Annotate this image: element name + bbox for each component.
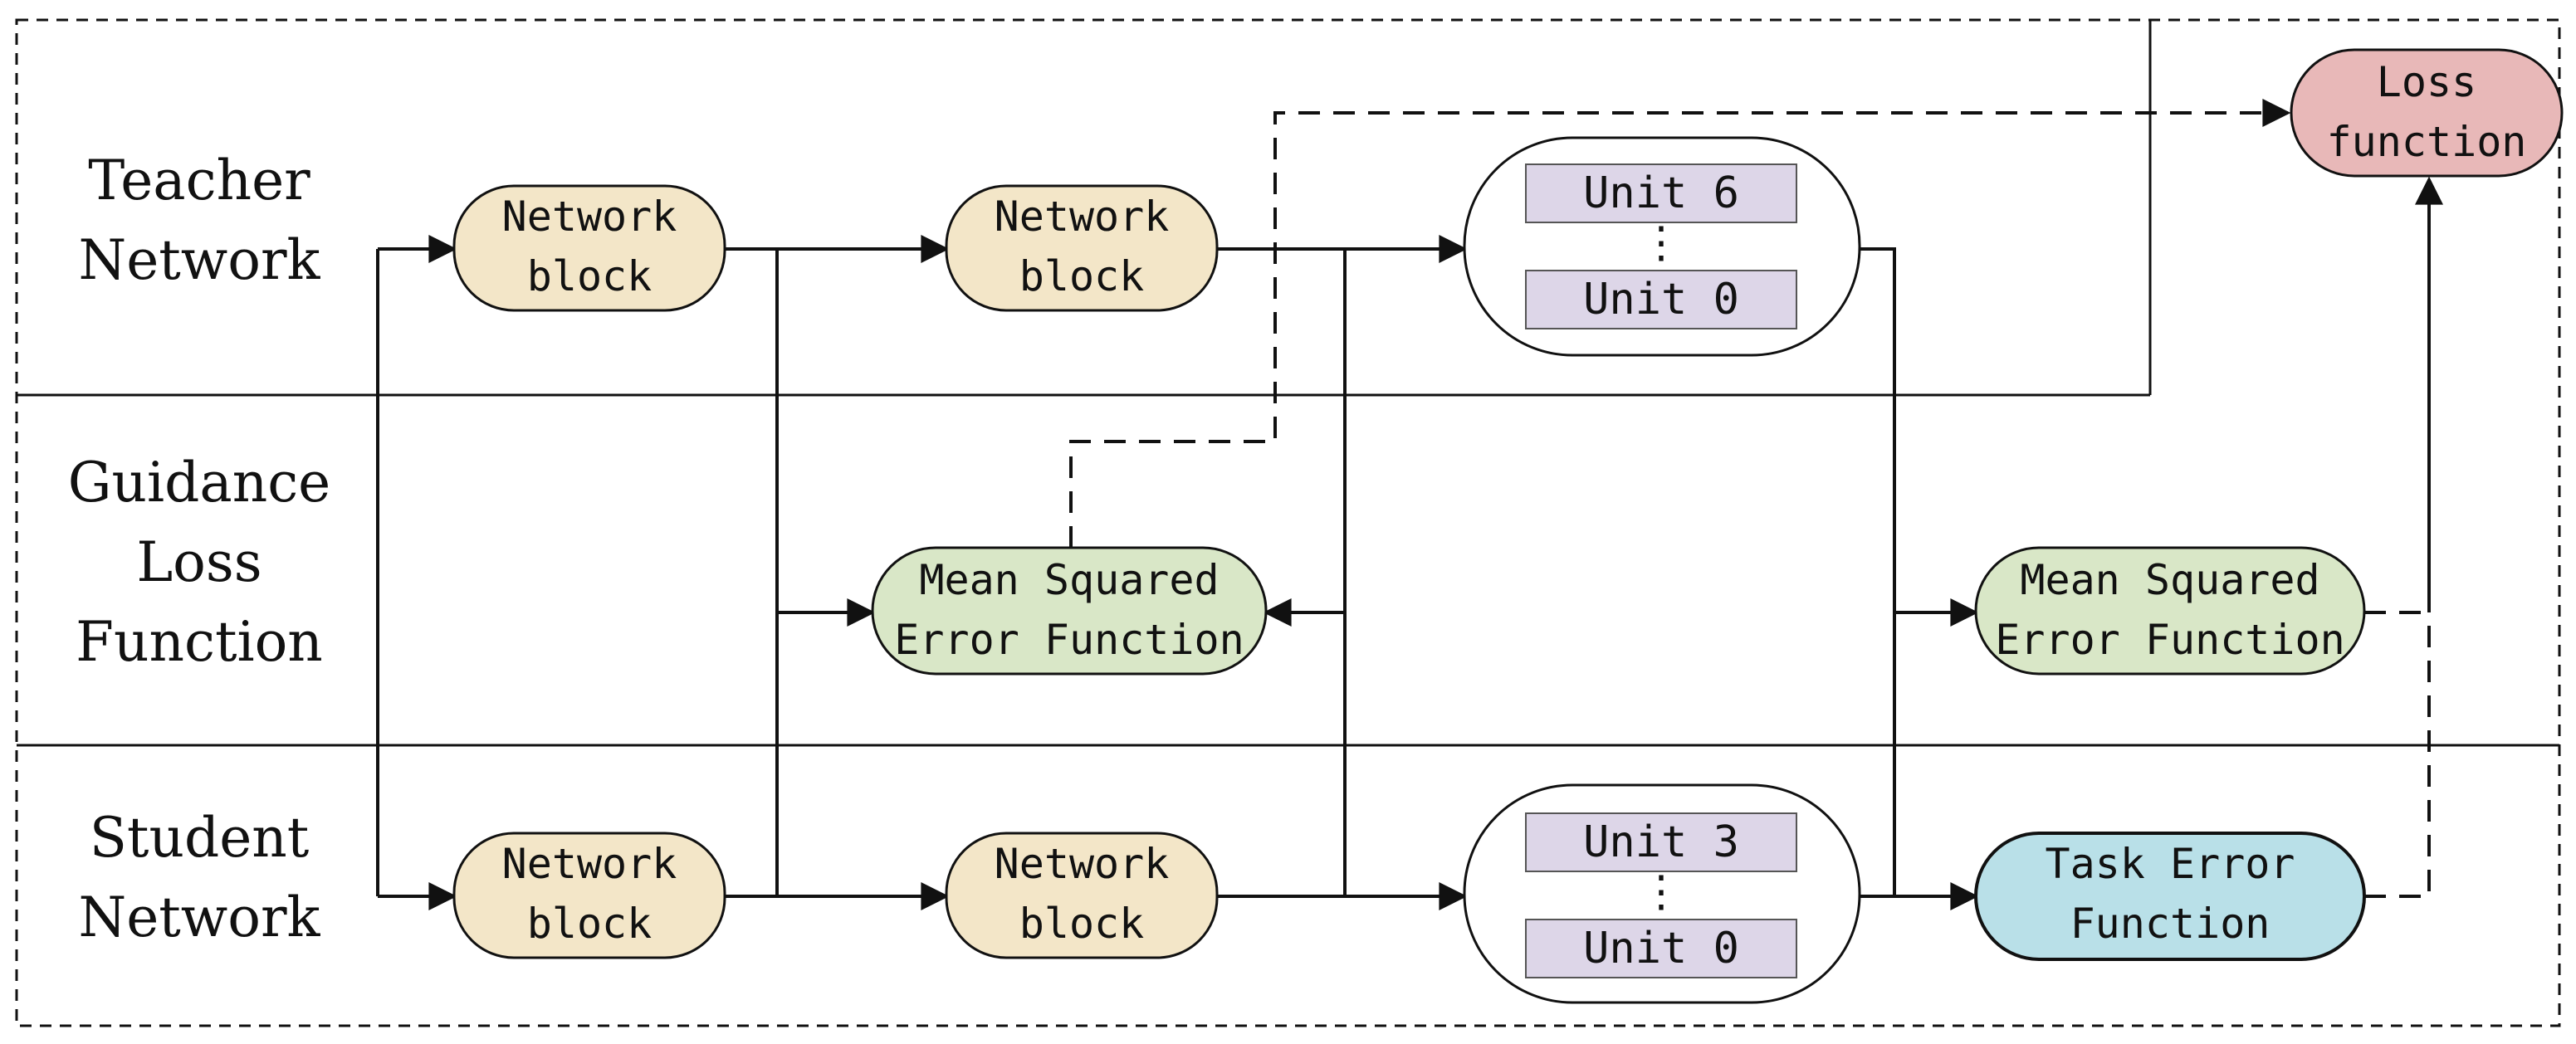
- student-block1-label-line1: Network: [502, 840, 677, 888]
- row-label-teacher: Teacher Network: [78, 149, 320, 292]
- row-label-teacher-line1: Teacher: [88, 149, 310, 212]
- student-unit-top: [1525, 812, 1797, 872]
- teacher-block2-label-line2: block: [1019, 252, 1145, 300]
- teacher-unit-bottom: [1525, 270, 1797, 329]
- mse-right-node: Mean Squared Error Function: [1974, 546, 2366, 676]
- row-label-guidance-line3: Function: [76, 610, 323, 674]
- mse-left-label-line2: Error Function: [894, 616, 1244, 664]
- mse-right-label-line1: Mean Squared: [2020, 556, 2319, 604]
- teacher-units-group: Unit 6 ⋮ Unit 0: [1463, 136, 1861, 357]
- student-unit-top-label: Unit 3: [1583, 817, 1739, 867]
- loss-function-label-line2: function: [2327, 118, 2527, 166]
- row-label-guidance: Guidance Loss Function: [68, 451, 330, 674]
- teacher-unit-top-label: Unit 6: [1583, 168, 1739, 218]
- task-error-label-line2: Function: [2070, 900, 2270, 948]
- student-network-block-1: Network block: [452, 832, 726, 959]
- student-unit-ellipsis: ⋮: [1640, 867, 1683, 917]
- teacher-unit-top: [1525, 163, 1797, 223]
- row-label-teacher-line2: Network: [78, 228, 320, 292]
- student-block1-label-line2: block: [527, 900, 653, 948]
- teacher-units-output-line: [1860, 247, 1896, 896]
- student-block2-label-line1: Network: [995, 840, 1170, 888]
- student-block2-label-line2: block: [1019, 900, 1145, 948]
- teacher-network-block-2: Network block: [945, 184, 1219, 312]
- dashed-task-error-to-loss-line: [2364, 612, 2431, 898]
- student-network-block-2: Network block: [945, 832, 1219, 959]
- task-error-node: Task Error Function: [1974, 832, 2366, 961]
- mse-left-label-line1: Mean Squared: [919, 556, 1219, 604]
- teacher-block1-label-line1: Network: [502, 193, 677, 241]
- student-unit-bottom: [1525, 919, 1797, 978]
- row-label-student-line1: Student: [90, 806, 310, 870]
- row-label-guidance-line1: Guidance: [68, 451, 330, 515]
- teacher-block1-label-line2: block: [527, 252, 653, 300]
- student-unit-bottom-label: Unit 0: [1583, 924, 1739, 973]
- teacher-network-block-1: Network block: [452, 184, 726, 312]
- teacher-unit-bottom-label: Unit 0: [1583, 275, 1739, 324]
- teacher-block2-label-line1: Network: [995, 193, 1170, 241]
- mse-right-label-line2: Error Function: [1995, 616, 2344, 664]
- student-units-group: Unit 3 ⋮ Unit 0: [1463, 783, 1861, 1004]
- row-label-student-line2: Network: [78, 885, 320, 949]
- loss-function-node: Loss function: [2290, 48, 2564, 178]
- row-label-student: Student Network: [78, 806, 320, 949]
- mse-left-node: Mean Squared Error Function: [871, 546, 1268, 676]
- task-error-label-line1: Task Error: [2045, 840, 2295, 888]
- loss-function-label-line1: Loss: [2377, 58, 2476, 106]
- dashed-mse-left-to-loss: [1069, 99, 2291, 548]
- outer-frame: [15, 18, 2561, 1027]
- teacher-unit-ellipsis: ⋮: [1640, 218, 1683, 268]
- row-label-guidance-line2: Loss: [136, 530, 262, 594]
